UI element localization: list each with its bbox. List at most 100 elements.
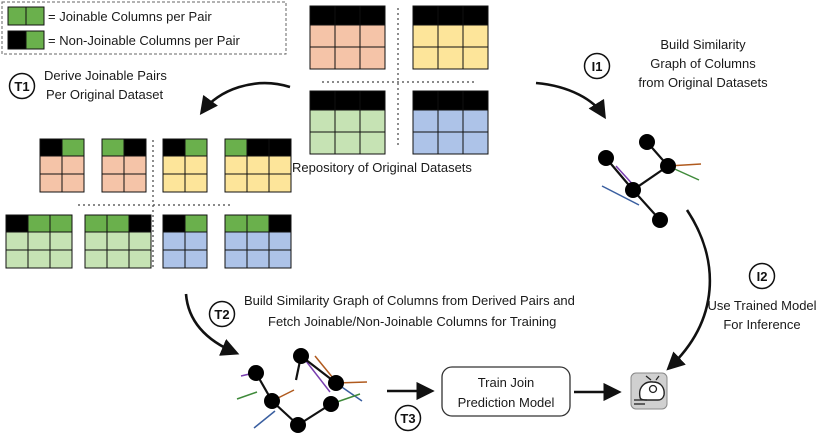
- pair-table-yellow-b-header-cell: [246, 138, 270, 157]
- legend: = Joinable Columns per Pair = Non-Joinab…: [1, 1, 287, 55]
- badge-t1: [8, 72, 36, 100]
- graph2-edge: [236, 391, 258, 400]
- pair-table-yellow-b-cell: [268, 155, 292, 175]
- model-icon-spark: [645, 375, 652, 381]
- pair-table-blue-b-header-cell: [246, 214, 270, 233]
- repo-table-green-cell: [334, 131, 361, 155]
- pair-table-green-a-header-cell: [27, 214, 51, 233]
- repo-table-salmon-cell: [309, 46, 336, 70]
- legend-joinable-label: = Joinable Columns per Pair: [48, 9, 212, 24]
- repo-table-yellow-cell: [462, 46, 489, 70]
- pair-table-green-b-cell: [106, 249, 130, 269]
- badge-i1-text: I1: [592, 59, 603, 74]
- pair-table-green-b-header-cell: [84, 214, 108, 233]
- graph2-edge: [305, 360, 331, 393]
- train-model-box: Train Join Prediction Model: [441, 366, 622, 417]
- legend-swatch-joinable-1: [7, 6, 27, 26]
- pair-table-green-b-cell: [84, 249, 108, 269]
- pair-table-yellow-a-cell: [184, 155, 208, 175]
- graph1-node: [639, 134, 655, 150]
- similarity-graph-derived: [236, 348, 368, 433]
- t1-label-line1: Derive Joinable Pairs: [44, 68, 167, 83]
- pair-table-yellow-b-cell: [224, 173, 248, 193]
- pair-table-salmon-b-header-cell: [101, 138, 125, 157]
- t1-label-line2: Per Original Dataset: [46, 87, 163, 102]
- pair-table-blue-a-header-cell: [162, 214, 186, 233]
- repo-table-blue-cell: [437, 109, 464, 133]
- repo-table-yellow-header-cell: [412, 5, 439, 26]
- graph2-node: [328, 375, 344, 391]
- badge-i2: [748, 262, 776, 290]
- badge-t3-text: T3: [400, 411, 415, 426]
- pair-table-yellow-a-cell: [184, 173, 208, 193]
- similarity-graph-original: [598, 134, 702, 228]
- i1-label-line2: Graph of Columns: [650, 56, 756, 71]
- train-box-line1: Train Join: [478, 375, 535, 390]
- graph2-node: [323, 396, 339, 412]
- pair-table-green-a-cell: [27, 231, 51, 251]
- ai-brain-icon: [630, 372, 668, 410]
- pair-table-blue-a-cell: [162, 249, 186, 269]
- repo-table-blue-cell: [437, 131, 464, 155]
- pair-table-blue-b-header-cell: [268, 214, 292, 233]
- repo-table-blue-cell: [462, 109, 489, 133]
- repo-table-yellow-cell: [462, 24, 489, 48]
- repo-table-yellow-cell: [412, 46, 439, 70]
- badge-t3: [394, 404, 422, 432]
- legend-box: [1, 1, 287, 55]
- pair-table-blue-b-cell: [246, 231, 270, 251]
- pair-table-green-a-header-cell: [5, 214, 29, 233]
- pair-table-green-a-cell: [5, 231, 29, 251]
- separators: [78, 8, 474, 270]
- repo-table-green-cell: [309, 109, 336, 133]
- repository-label: Repository of Original Datasets: [292, 160, 472, 175]
- repo-table-green-cell: [359, 131, 386, 155]
- pair-table-blue-a-cell: [162, 231, 186, 251]
- pair-table-yellow-b-cell: [224, 155, 248, 175]
- repo-table-green-header-cell: [309, 90, 336, 111]
- repo-table-blue-header-cell: [462, 90, 489, 111]
- i2-label-line2: For Inference: [723, 317, 800, 332]
- graph1-node: [652, 212, 668, 228]
- pair-table-green-a-cell: [49, 231, 73, 251]
- pair-table-green-a-cell: [27, 249, 51, 269]
- pair-table-salmon-a-cell: [39, 173, 63, 193]
- repo-table-yellow-cell: [437, 24, 464, 48]
- t2-label-line1: Build Similarity Graph of Columns from D…: [244, 293, 575, 308]
- pair-table-green-b-cell: [106, 231, 130, 251]
- pair-table-green-b-header-cell: [128, 214, 152, 233]
- step-t1: T1 Derive Joinable Pairs Per Original Da…: [8, 68, 291, 115]
- step-t2: T2 Build Similarity Graph of Columns fro…: [184, 293, 575, 356]
- repo-table-salmon-cell: [334, 24, 361, 48]
- pair-table-salmon-b-header-cell: [123, 138, 147, 157]
- pair-table-salmon-b-cell: [123, 155, 147, 175]
- legend-nonjoinable-label: = Non-Joinable Columns per Pair: [48, 33, 241, 48]
- repo-table-salmon-cell: [359, 24, 386, 48]
- arrow-i1: [535, 81, 606, 120]
- pair-table-blue-b-cell: [268, 231, 292, 251]
- pair-table-green-b-cell: [128, 231, 152, 251]
- pair-table-salmon-b-cell: [101, 155, 125, 175]
- arrow-t2: [184, 293, 240, 356]
- pair-table-green-b-header-cell: [106, 214, 130, 233]
- pair-table-yellow-b-header-cell: [224, 138, 248, 157]
- pair-table-blue-b-cell: [224, 231, 248, 251]
- pair-table-green-b-cell: [128, 249, 152, 269]
- pair-table-yellow-a-header-cell: [162, 138, 186, 157]
- step-t3: T3: [387, 381, 435, 432]
- badge-t2-text: T2: [214, 307, 229, 322]
- repo-table-blue-cell: [412, 109, 439, 133]
- graph1-node: [660, 158, 676, 174]
- pair-table-yellow-a-cell: [162, 155, 186, 175]
- repo-table-green-cell: [334, 109, 361, 133]
- pair-table-blue-a-cell: [184, 249, 208, 269]
- pair-table-salmon-b-cell: [101, 173, 125, 193]
- repo-table-yellow-cell: [437, 46, 464, 70]
- pair-table-green-b-cell: [84, 231, 108, 251]
- graph1-node: [598, 150, 614, 166]
- train-box-line2: Prediction Model: [458, 395, 555, 410]
- pair-table-blue-b-cell: [268, 249, 292, 269]
- arrow-i2: [666, 209, 712, 371]
- t2-label-line2: Fetch Joinable/Non-Joinable Columns for …: [268, 314, 556, 329]
